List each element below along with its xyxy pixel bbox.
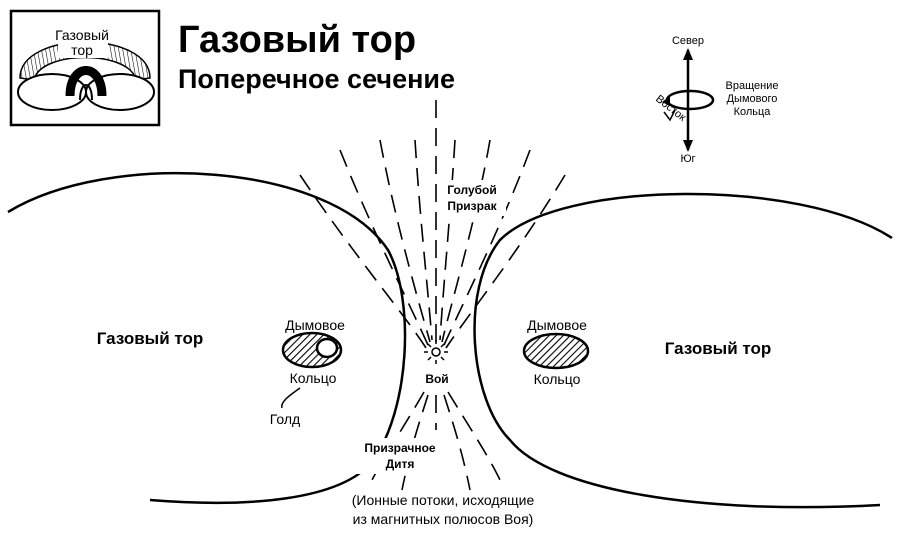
flow-line	[443, 394, 471, 491]
inset-thumbnail: Газовый тор	[9, 9, 161, 127]
blue-ghost-label-line1: Голубой	[447, 183, 497, 197]
compass-north: Север	[672, 35, 704, 47]
diagram-title: Газовый тор	[178, 19, 416, 61]
flow-line	[414, 139, 433, 341]
gold-orb-icon	[315, 337, 339, 359]
right-torus-label: Газовый тор	[665, 339, 772, 358]
inset-label-line1: Газовый	[55, 27, 109, 43]
ghost-child-label-line1: Призрачное	[364, 441, 436, 455]
compass-south: Юг	[680, 153, 695, 165]
gold-pointer-line	[281, 387, 301, 409]
gold-label: Голд	[270, 411, 300, 427]
rotation-arrow-icon	[662, 96, 670, 106]
right-smoke-ring	[522, 332, 590, 370]
flow-line	[441, 139, 491, 343]
right-torus-outline	[473, 192, 893, 509]
inset-smoke-ring	[65, 66, 107, 97]
voy-label: Вой	[425, 372, 448, 386]
flow-line	[379, 139, 431, 343]
right-ring-label-line1: Дымовое	[527, 317, 587, 333]
flow-line	[299, 174, 427, 349]
left-torus-label: Газовый тор	[97, 329, 204, 348]
ion-flow-lines	[299, 100, 566, 491]
voy-star-icon	[424, 340, 448, 364]
flow-line	[339, 149, 429, 346]
rotation-label-line2: Дымового	[727, 93, 778, 105]
south-arrow-icon	[683, 140, 693, 152]
left-ring-label-line2: Кольцо	[290, 370, 337, 386]
east-tick	[663, 109, 676, 122]
inset-inner-arc	[79, 84, 93, 101]
rotation-label-line1: Вращение	[726, 80, 779, 92]
compass: Север Юг Восток Вращение Дымового Кольца	[653, 35, 778, 165]
inset-label-line2: тор	[71, 42, 93, 58]
diagram-subtitle: Поперечное сечение	[178, 64, 455, 94]
flow-line	[401, 394, 429, 491]
ion-note-line1: (Ионные потоки, исходящие	[352, 492, 535, 508]
flow-line	[445, 174, 566, 349]
left-torus-outline	[7, 171, 407, 505]
flow-line	[447, 391, 501, 481]
ion-note-line2: из магнитных полюсов Воя)	[353, 511, 534, 527]
right-ring-label-line2: Кольцо	[534, 371, 581, 387]
inset-dome	[19, 41, 151, 81]
flow-line	[439, 139, 456, 341]
flow-line	[443, 149, 531, 346]
ghost-child-label-line2: Дитя	[386, 457, 415, 471]
blue-ghost-label-line2: Призрак	[447, 199, 497, 213]
left-ring-label-line1: Дымовое	[285, 317, 345, 333]
north-arrow-icon	[683, 48, 693, 60]
rotation-label-line3: Кольца	[734, 106, 772, 118]
